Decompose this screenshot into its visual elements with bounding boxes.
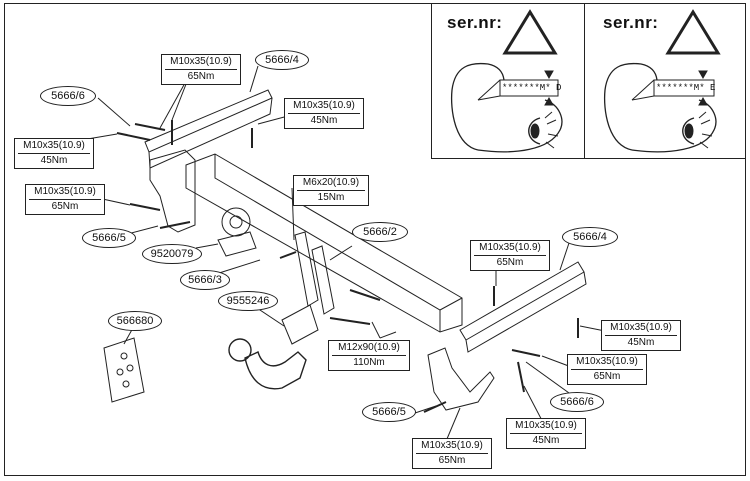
bolt-spec: M10x35(10.9) xyxy=(416,440,488,454)
arrow-up-right xyxy=(698,96,708,106)
warning-icon-right xyxy=(665,9,721,55)
bolt-spec-box: M10x35(10.9) 65Nm xyxy=(412,438,492,469)
arrow-down-right xyxy=(698,70,708,80)
bolt-spec-box: M10x35(10.9) 65Nm xyxy=(567,354,647,385)
serial-marking-right: *******M* E xyxy=(656,83,716,93)
bolt-spec: M10x35(10.9) xyxy=(165,56,237,70)
part-label: 5666/2 xyxy=(352,222,408,242)
left-side-bracket xyxy=(149,149,196,233)
arrow-up-left xyxy=(544,96,554,106)
bolt-torque: 45Nm xyxy=(627,337,655,348)
arrow-down-left xyxy=(544,70,554,80)
bolt-spec: M10x35(10.9) xyxy=(605,322,677,336)
part-label: 9555246 xyxy=(218,291,278,311)
bolt-torque: 65Nm xyxy=(496,257,524,268)
bolt-spec: M12x90(10.9) xyxy=(332,342,406,356)
bolt-torque: 65Nm xyxy=(187,71,215,82)
bolt-spec-box: M10x35(10.9) 45Nm xyxy=(601,320,681,351)
eye-icon-right xyxy=(682,117,695,145)
serial-number-title-left: ser.nr: xyxy=(447,13,503,32)
bolt-spec: M10x35(10.9) xyxy=(29,186,101,200)
socket-bracket xyxy=(217,231,257,257)
serial-number-title-right: ser.nr: xyxy=(603,13,659,32)
marking-box-right xyxy=(653,79,715,97)
bolt-spec-box: M6x20(10.9) 15Nm xyxy=(293,175,369,206)
bolt-torque: 15Nm xyxy=(317,192,345,203)
bolt-spec-box: M10x35(10.9) 45Nm xyxy=(14,138,94,169)
bolt-spec: M10x35(10.9) xyxy=(18,140,90,154)
hitch-bar-outline-left xyxy=(450,62,505,151)
bolt-spec-box: M10x35(10.9) 65Nm xyxy=(470,240,550,271)
bolt-torque: 45Nm xyxy=(532,435,560,446)
bolt-torque: 65Nm xyxy=(438,455,466,466)
bolt-spec-box: M10x35(10.9) 65Nm xyxy=(161,54,241,85)
tow-ball xyxy=(228,338,252,362)
part-label: 5666/6 xyxy=(40,86,96,106)
part-label: 5666/4 xyxy=(255,50,309,70)
bolt-spec-box: M10x35(10.9) 65Nm xyxy=(25,184,105,215)
bolt-torque: 45Nm xyxy=(310,115,338,126)
part-label: 9520079 xyxy=(142,244,202,264)
part-label: 5666/4 xyxy=(562,227,618,247)
bolt-spec: M10x35(10.9) xyxy=(571,356,643,370)
serial-panel-frame-right xyxy=(584,3,746,159)
neck-mount xyxy=(281,304,319,345)
part-label: 5666/5 xyxy=(362,402,416,422)
part-label: 5666/5 xyxy=(82,228,136,248)
bolt-spec: M10x35(10.9) xyxy=(474,242,546,256)
bolt xyxy=(116,132,151,141)
bolt-torque: 65Nm xyxy=(593,371,621,382)
bolt-spec: M6x20(10.9) xyxy=(297,177,365,191)
eye-icon-left xyxy=(528,117,541,145)
pointer-line-left xyxy=(477,79,501,101)
center-plate-left xyxy=(294,231,319,307)
part-label: 5666/6 xyxy=(550,392,604,412)
tow-ball-neck xyxy=(244,351,307,390)
outer-frame xyxy=(4,3,746,476)
bolt-spec: M10x35(10.9) xyxy=(288,100,360,114)
center-plate-right xyxy=(311,245,335,315)
bolt-spec-box: M12x90(10.9) 110Nm xyxy=(328,340,410,371)
bolt-torque: 45Nm xyxy=(40,155,68,166)
right-side-bracket xyxy=(427,347,495,411)
bolt-torque: 65Nm xyxy=(51,201,79,212)
bolt-spec-box: M10x35(10.9) 45Nm xyxy=(506,418,586,449)
bolt-torque: 110Nm xyxy=(353,357,385,368)
hitch-bar-outline-right xyxy=(603,62,658,151)
serial-marking-left: *******M* D xyxy=(502,83,562,93)
part-label: 5666/3 xyxy=(180,270,230,290)
bolt-spec-box: M10x35(10.9) 45Nm xyxy=(284,98,364,129)
warning-icon-left xyxy=(502,9,558,55)
marking-box-left xyxy=(499,79,559,97)
bolt-spec: M10x35(10.9) xyxy=(510,420,582,434)
part-label: 566680 xyxy=(108,311,162,331)
pointer-line-right xyxy=(631,79,655,101)
electrical-socket xyxy=(103,337,145,403)
right-chassis-bracket xyxy=(459,261,585,341)
